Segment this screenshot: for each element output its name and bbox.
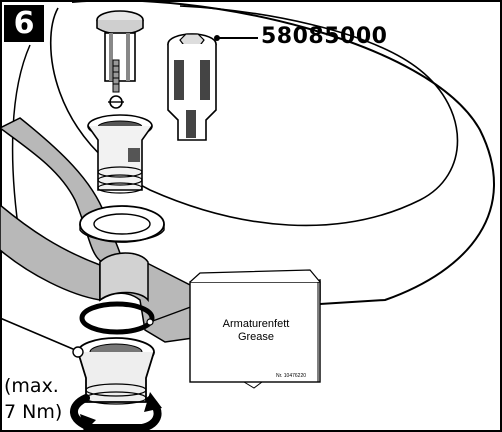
torque-line1: (max. [4,375,59,397]
grease-card-code: Nr. 10476220 [276,373,307,379]
grease-label-line2: Grease [237,331,275,343]
grease-card-label: Armaturenfett Grease [192,318,320,344]
threaded-rod [108,59,124,109]
part-number-label: 58085000 [261,24,388,49]
step-number-badge: 6 [4,5,44,42]
drain-insert [87,114,153,194]
cartridge-part [167,33,258,141]
overflow-pipe [0,317,81,353]
drain-body [72,337,155,405]
sealing-ring [79,205,165,243]
o-ring [79,301,197,335]
rotate-arrows-icon [70,392,162,432]
grease-label-line1: Armaturenfett [222,318,290,330]
plug-cap [96,10,144,82]
torque-label: (max. 7 Nm) [4,373,62,425]
drain-hole [99,252,149,303]
basin-inner-rim [49,5,459,227]
grease-card [189,269,321,389]
torque-line2: 7 Nm) [4,401,63,423]
